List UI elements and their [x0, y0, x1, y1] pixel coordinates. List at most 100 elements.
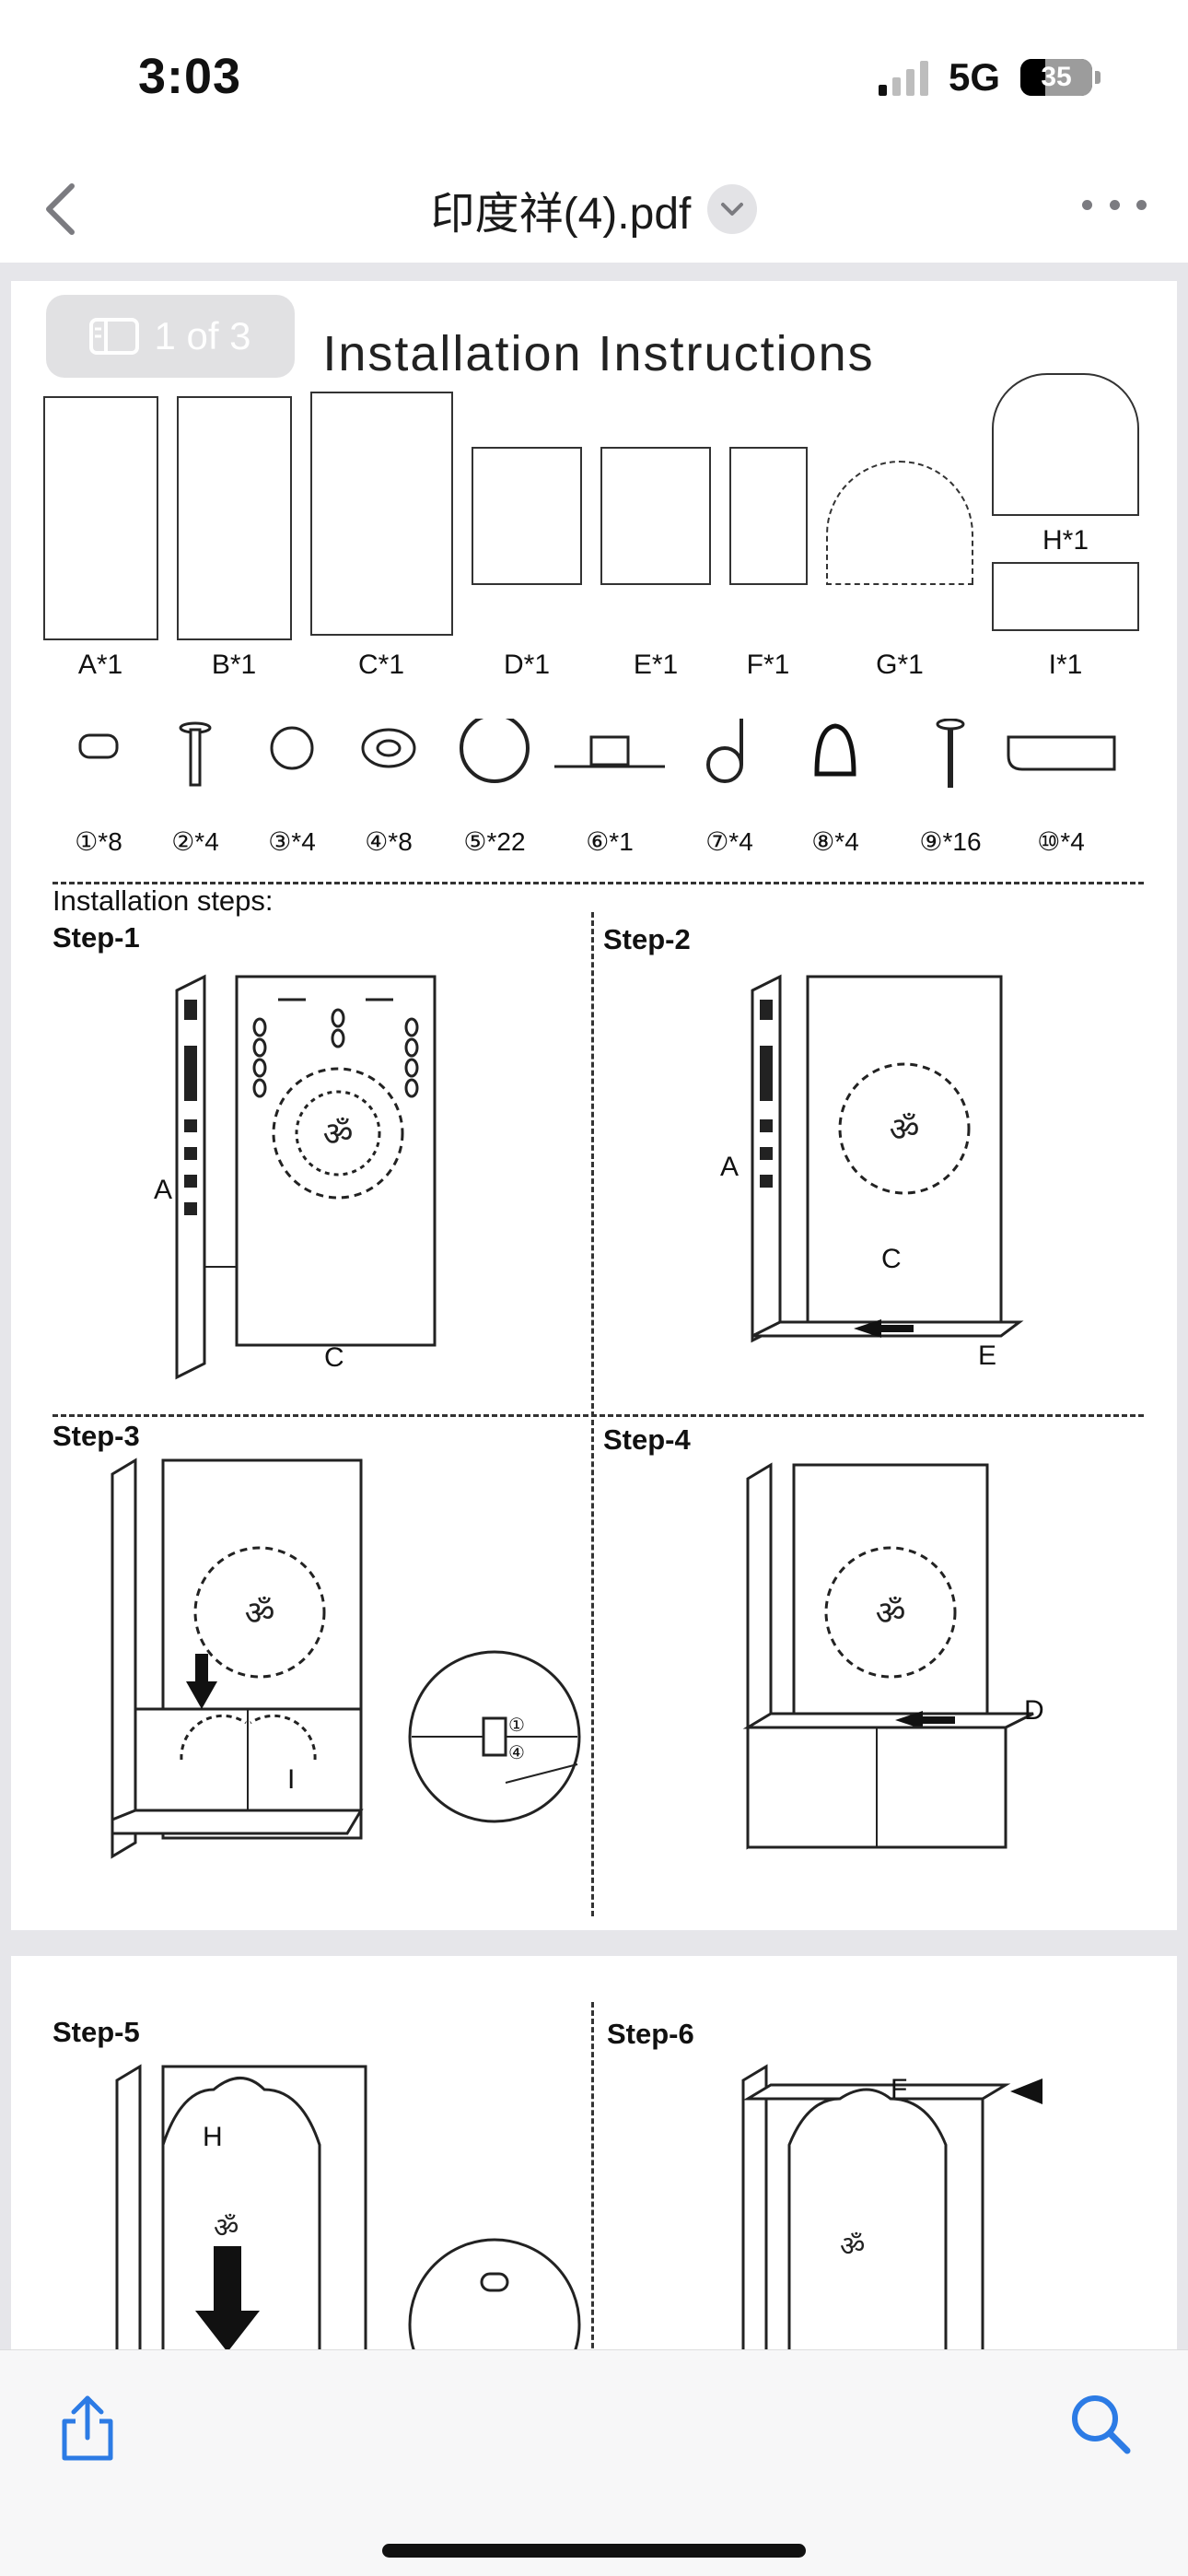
navigation-bar: 印度祥(4).pdf: [0, 157, 1188, 263]
search-button[interactable]: [1068, 2392, 1133, 2461]
hardware-10-label: ⑩*4: [1037, 827, 1085, 856]
battery-icon: 35: [1020, 59, 1101, 96]
step-1-label-a: A: [154, 1175, 173, 1205]
step-2-label-a: A: [720, 1152, 740, 1182]
step-5-title: Step-5: [52, 2016, 140, 2048]
title-dropdown-button[interactable]: [707, 184, 758, 234]
hardware-6-label: ⑥*1: [586, 827, 634, 856]
more-horizontal-icon: [1082, 199, 1092, 210]
hardware-9-icon: [923, 718, 978, 797]
bottom-toolbar: [0, 2349, 1188, 2576]
hardware-8-label: ⑧*4: [811, 827, 859, 856]
step-4-title: Step-4: [603, 1423, 691, 1456]
step-3-label-i: I: [287, 1764, 296, 1795]
sidebar-icon: [89, 318, 140, 355]
part-h-diagram: [992, 373, 1139, 516]
svg-text:ॐ: ॐ: [876, 1595, 906, 1633]
part-h-label: H*1: [1042, 525, 1089, 556]
part-a-label: A*1: [77, 650, 123, 680]
step-5-label-h: H: [203, 2122, 223, 2152]
part-f-label: F*1: [746, 650, 790, 680]
hardware-1-icon: [71, 719, 126, 797]
step-1-illustration: ॐ: [175, 974, 437, 1380]
pdf-page-2: Step-5 Step-6 ॐ H ॐ F: [11, 1956, 1177, 2349]
part-d-diagram: [472, 447, 582, 585]
step-3-callout-1: ①: [508, 1715, 525, 1736]
battery-level: 35: [1041, 62, 1072, 92]
step-1-title: Step-1: [52, 921, 140, 954]
page-indicator: 1 of 3: [46, 295, 295, 378]
part-e-diagram: [600, 447, 711, 585]
share-button[interactable]: [55, 2392, 120, 2470]
step-5-detail-callout: [408, 2238, 581, 2349]
step-6-illustration: ॐ: [741, 2064, 1042, 2349]
installation-steps-label: Installation steps:: [52, 884, 274, 917]
hardware-1-label: ①*8: [75, 827, 122, 856]
hardware-10-icon: [1004, 719, 1119, 797]
step-6-title: Step-6: [607, 2018, 694, 2050]
svg-text:ॐ: ॐ: [890, 1111, 920, 1149]
hardware-9-label: ⑨*16: [919, 827, 982, 856]
step-2-illustration: ॐ: [751, 974, 1024, 1343]
more-options-button[interactable]: [1082, 193, 1147, 216]
part-i-label: I*1: [1048, 650, 1083, 680]
hardware-2-icon: [168, 719, 223, 797]
step-3-illustration: ॐ: [111, 1458, 364, 1859]
part-a-diagram: [43, 396, 158, 640]
step-3-title: Step-3: [52, 1420, 140, 1452]
step-3-detail-callout: [408, 1650, 581, 1823]
hardware-7-label: ⑦*4: [705, 827, 753, 856]
svg-text:ॐ: ॐ: [840, 2231, 865, 2263]
part-g-label: G*1: [876, 650, 924, 680]
document-title: 印度祥(4).pdf: [430, 190, 692, 239]
step-2-title: Step-2: [603, 923, 691, 955]
step-2-label-c: C: [881, 1244, 902, 1274]
hardware-4-label: ④*8: [365, 827, 413, 856]
step-3-callout-4: ④: [508, 1743, 525, 1763]
pdf-page-1: Installation Instructions A*1 B*1 C*1 D*1 E*…: [11, 281, 1177, 1930]
step-divider-horizontal: [52, 1414, 1144, 1417]
hardware-4-icon: [361, 719, 416, 797]
section-divider: [52, 882, 1144, 884]
step-divider-vertical: [591, 2002, 594, 2349]
step-6-label-f: F: [891, 2074, 908, 2104]
part-g-diagram: [826, 461, 973, 585]
part-i-diagram: [992, 562, 1139, 631]
part-b-diagram: [177, 396, 292, 640]
status-time: 3:03: [138, 49, 242, 104]
back-button[interactable]: [35, 177, 90, 241]
document-heading: Installation Instructions: [322, 326, 875, 381]
document-title-menu[interactable]: 印度祥(4).pdf: [0, 177, 1188, 241]
step-4-illustration: ॐ: [742, 1462, 1034, 1850]
svg-text:ॐ: ॐ: [245, 1595, 275, 1633]
hardware-3-label: ③*4: [268, 827, 316, 856]
part-f-diagram: [729, 447, 808, 585]
step-5-illustration: ॐ: [115, 2064, 367, 2349]
step-4-label-d: D: [1024, 1695, 1044, 1726]
status-bar: 3:03 5G 35: [0, 0, 1188, 157]
part-e-label: E*1: [633, 650, 679, 680]
part-d-label: D*1: [503, 650, 551, 680]
page-indicator-text: 1 of 3: [154, 314, 251, 357]
chevron-down-icon: [721, 203, 744, 216]
step-1-label-c: C: [324, 1342, 344, 1373]
step-2-label-e: E: [978, 1341, 997, 1371]
pdf-viewer[interactable]: Installation Instructions A*1 B*1 C*1 D*1 E*…: [0, 263, 1188, 2349]
hardware-5-label: ⑤*22: [463, 827, 526, 856]
chevron-left-icon: [46, 183, 75, 235]
part-b-label: B*1: [211, 650, 257, 680]
share-icon: [62, 2395, 113, 2461]
network-type: 5G: [948, 55, 1000, 99]
hardware-8-icon: [808, 719, 863, 797]
hardware-7-icon: [697, 719, 762, 797]
part-c-diagram: [310, 392, 453, 636]
search-icon: [1072, 2395, 1131, 2454]
home-indicator[interactable]: [382, 2544, 806, 2558]
svg-text:ॐ: ॐ: [214, 2212, 239, 2244]
part-c-label: C*1: [357, 650, 405, 680]
svg-text:ॐ: ॐ: [323, 1116, 354, 1153]
hardware-5-icon: [458, 713, 531, 797]
hardware-2-label: ②*4: [171, 827, 219, 856]
cellular-signal-icon: [878, 59, 928, 96]
hardware-3-icon: [264, 719, 320, 797]
